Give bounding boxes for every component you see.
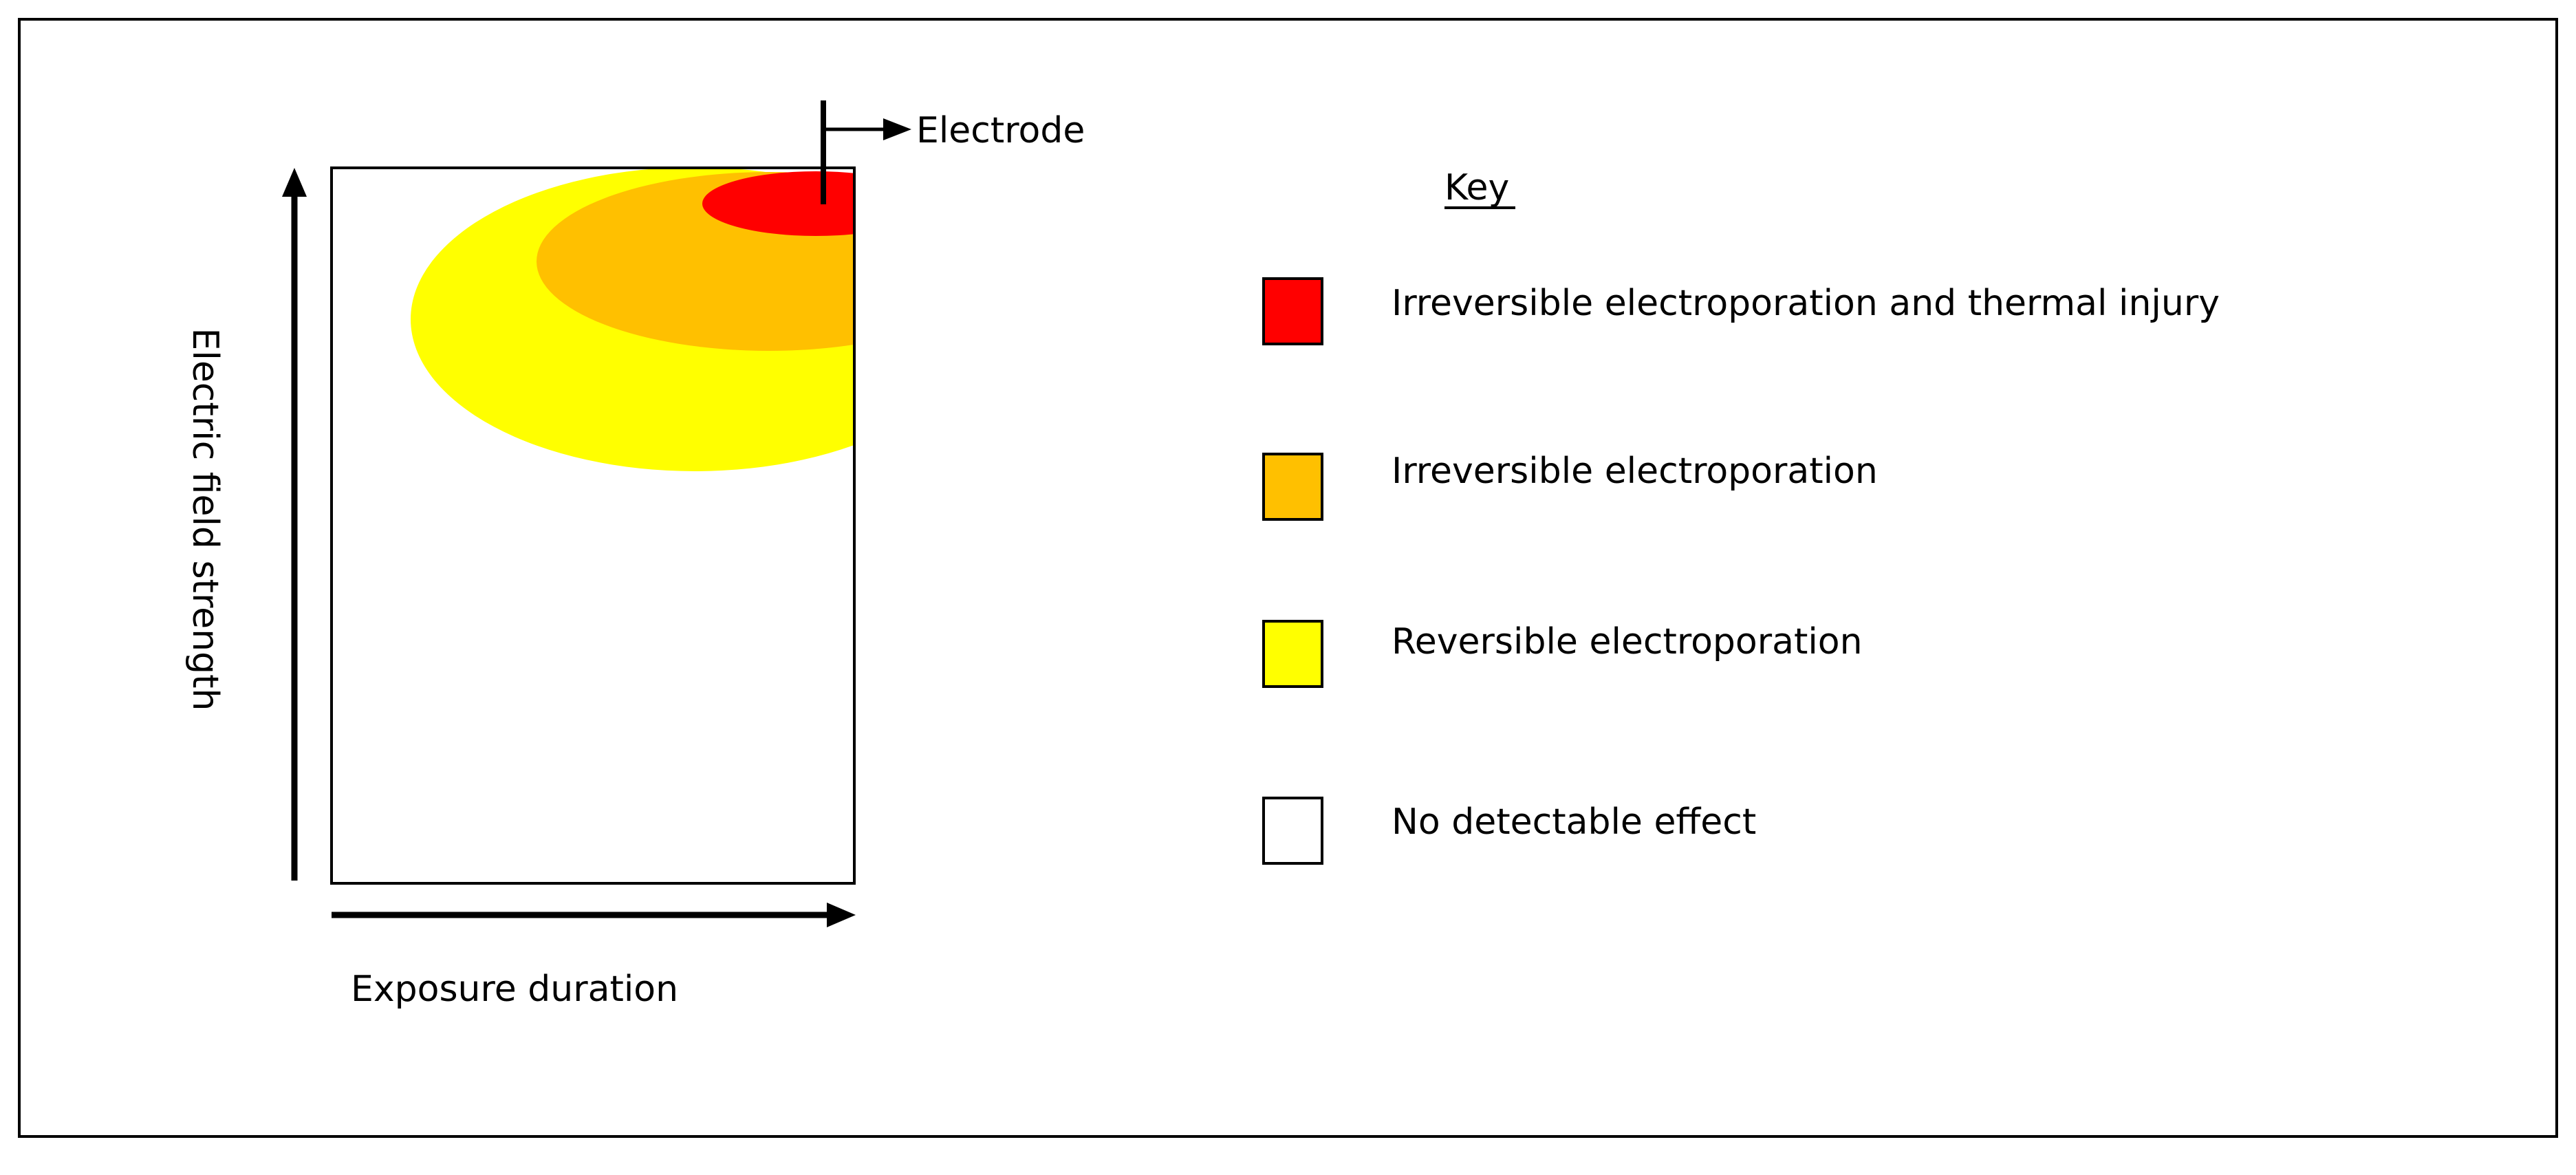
legend-swatch-irreversible [1262,453,1323,521]
legend-label-irreversible: Irreversible electroporation [1392,451,1878,492]
electrode-pointer-arrowhead [883,118,911,140]
x-axis-arrowhead [827,903,856,927]
effect-zones [411,168,854,471]
y-axis-label: Electric field strength [184,328,226,711]
legend-title: Key [1444,167,1509,208]
legend-swatch-reversible [1262,620,1323,688]
outer-frame [18,18,2558,1138]
legend-label-thermal-injury: Irreversible electroporation and thermal… [1392,283,2220,324]
y-axis-arrowhead [282,168,307,197]
legend-label-reversible: Reversible electroporation [1392,621,1863,662]
plot-area [330,166,856,885]
electrode-label: Electrode [916,110,1085,151]
legend-swatch-thermal-injury [1262,277,1323,345]
legend-swatch-no-effect [1262,797,1323,865]
legend: Key Irreversible electroporation and the… [1262,167,2220,865]
legend-label-no-effect: No detectable effect [1392,801,1756,843]
thermal-injury-zone [702,171,854,236]
x-axis-label: Exposure duration [351,969,678,1010]
